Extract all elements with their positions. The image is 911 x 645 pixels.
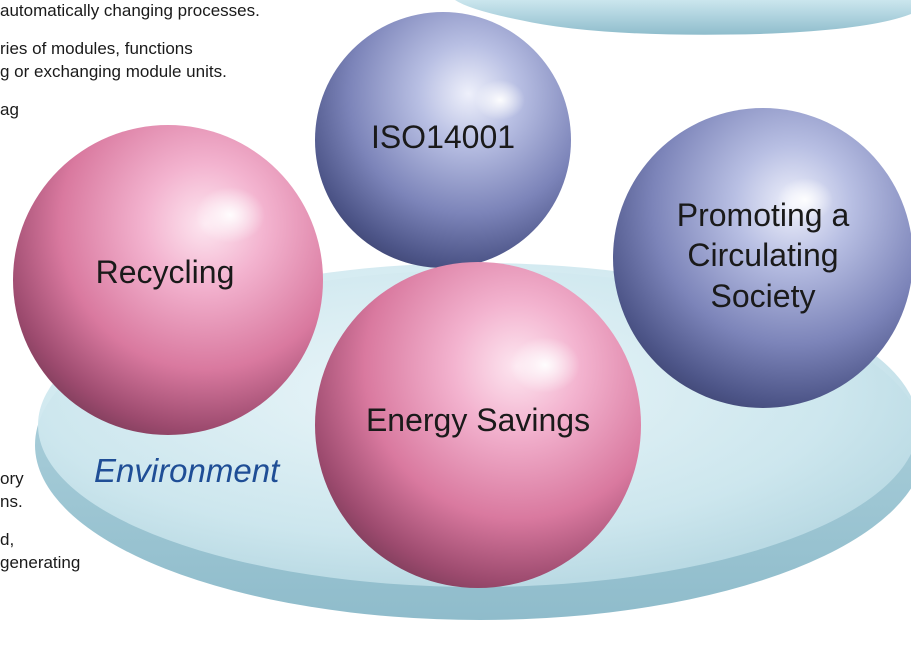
environment-label: Environment	[94, 452, 280, 489]
bg-text-line-4: ag	[0, 100, 19, 119]
energy-savings-label: Energy Savings	[365, 402, 591, 438]
recycling-sphere	[13, 125, 323, 435]
bg-text-line-6: ns.	[0, 492, 23, 511]
iso14001-sphere	[315, 12, 571, 268]
bg-text-line-1: automatically changing processes.	[0, 1, 260, 20]
recycling-label: Recycling	[95, 254, 235, 290]
bg-text-line-8: generating	[0, 553, 81, 572]
circulating-society-sphere	[613, 108, 911, 408]
circulating-society-label-1: Promoting a	[676, 197, 850, 233]
iso14001-label: ISO14001	[370, 119, 516, 155]
circulating-society-label-3: Society	[710, 278, 816, 314]
upper-plate	[455, 0, 911, 35]
bg-text-line-7: d,	[0, 530, 15, 549]
energy-savings-sphere	[315, 262, 641, 588]
circulating-society-label-2: Circulating	[687, 237, 839, 273]
bg-text-line-2: ries of modules, functions	[0, 39, 193, 58]
bg-text-line-3: g or exchanging module units.	[0, 62, 227, 81]
bg-text-line-5: ory	[0, 469, 24, 488]
